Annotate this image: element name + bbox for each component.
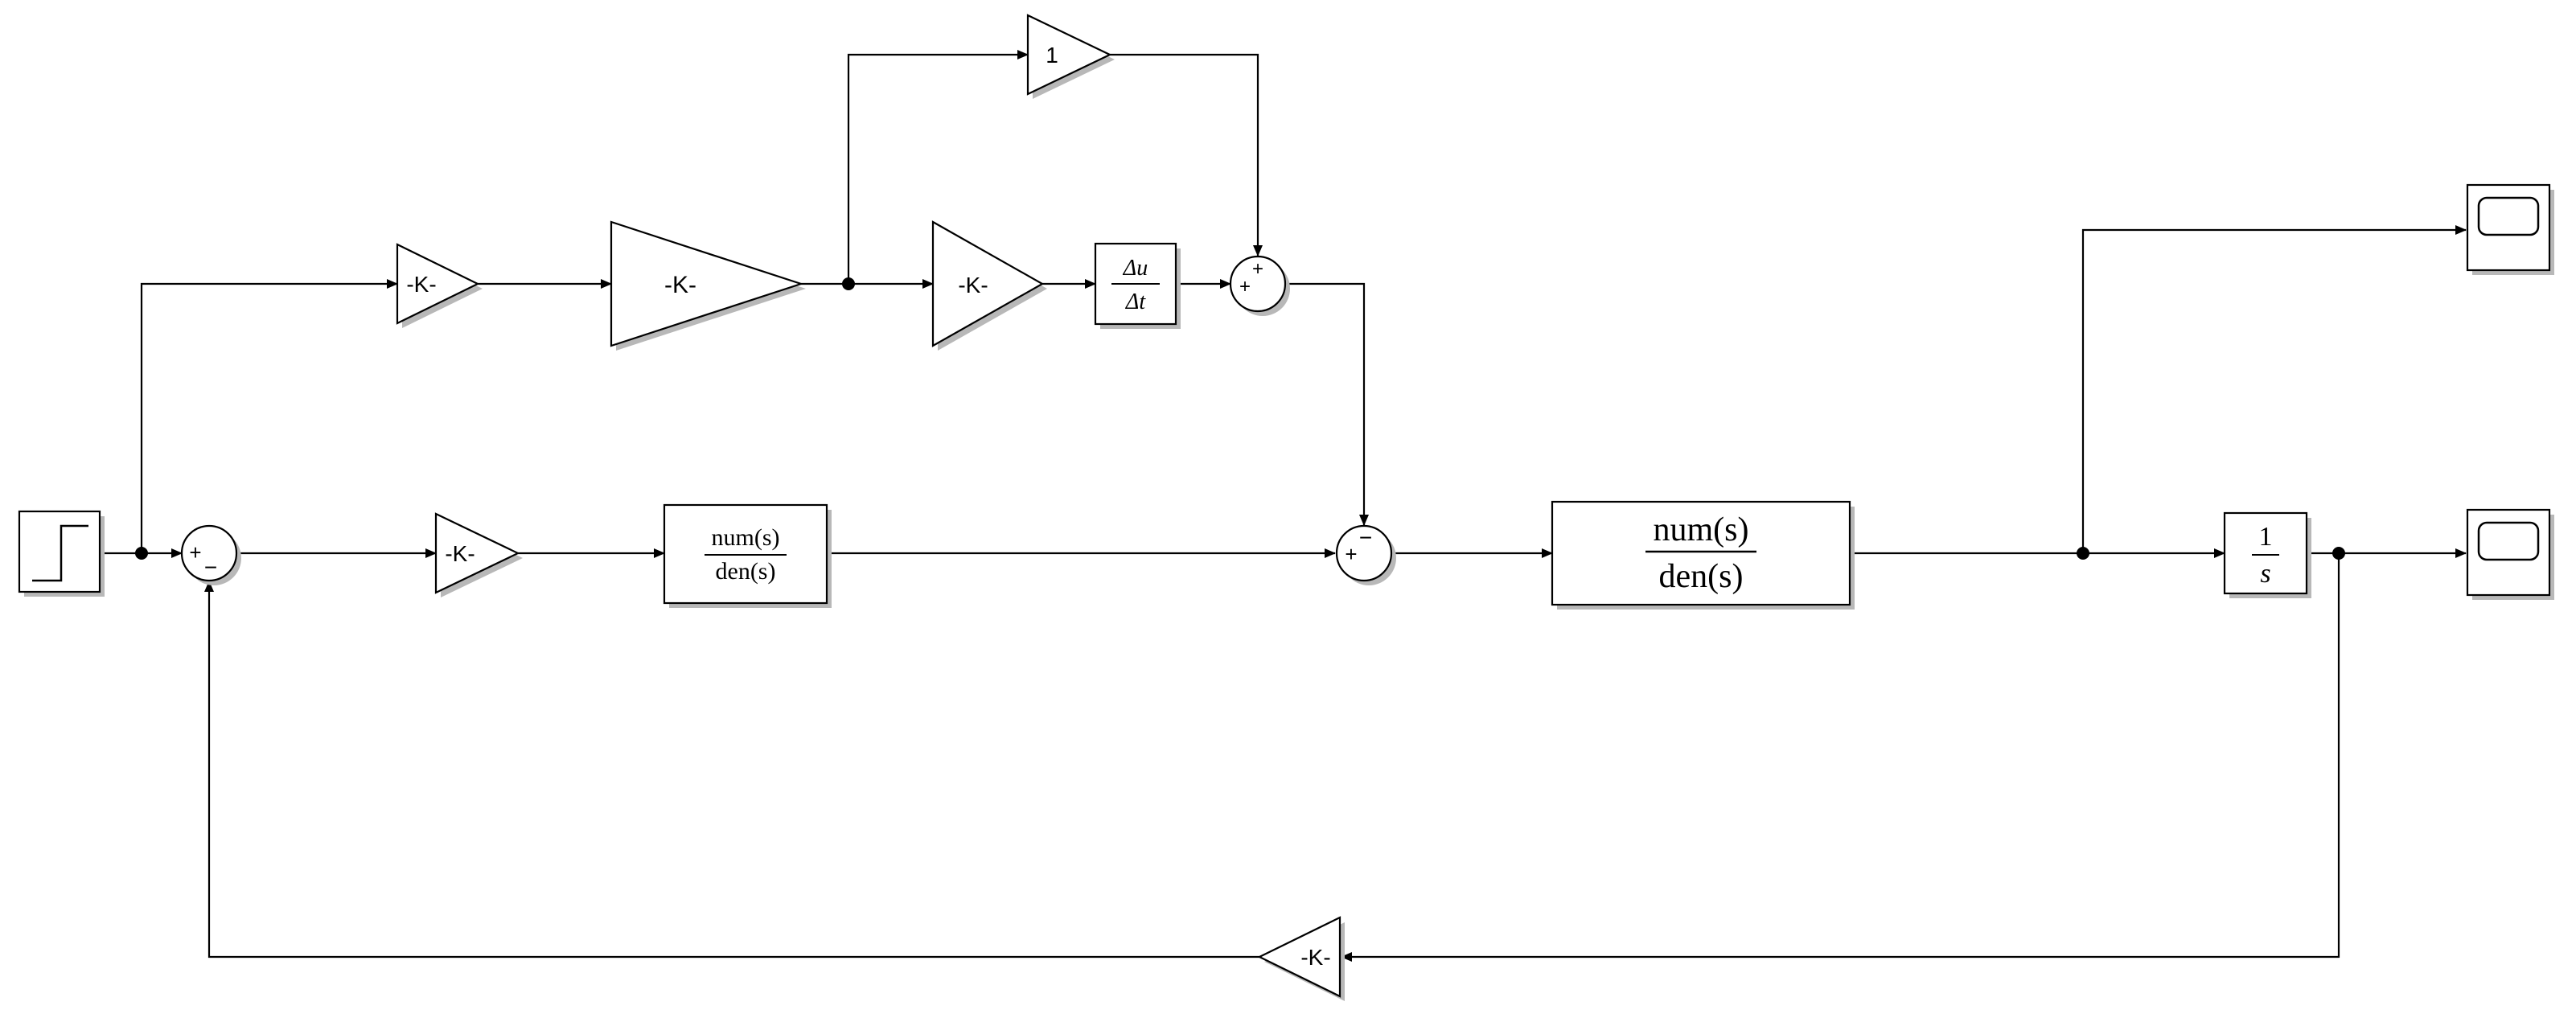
sum-block-top[interactable]: + +	[1229, 255, 1290, 316]
gain-block-top-3[interactable]: -K-	[931, 220, 1047, 351]
plant-transfer-function-block[interactable]: num(s) den(s)	[1551, 500, 1855, 610]
scope-screen-icon	[2477, 196, 2540, 236]
gain-block-top-2[interactable]: -K-	[610, 220, 806, 351]
sum-block-middle[interactable]: + −	[1335, 524, 1396, 585]
junction-dot	[842, 277, 855, 290]
wire-unity-to-top-sum[interactable]	[1110, 53, 1263, 257]
junctions	[135, 277, 2345, 560]
wire-top-sum-to-middle-sum[interactable]	[1285, 282, 1369, 526]
plant-numerator: num(s)	[1654, 511, 1749, 548]
wire-feedback-gain-to-sum[interactable]	[204, 581, 1259, 958]
gain-top-1-label: -K-	[406, 272, 436, 297]
sum-middle-sign-b: −	[1359, 525, 1372, 550]
derivative-numerator: Δu	[1123, 256, 1148, 281]
controller-numerator: num(s)	[712, 524, 780, 551]
wire-branch-to-unity-gain[interactable]	[847, 50, 1029, 284]
integrator-block[interactable]: 1 s	[2223, 511, 2311, 598]
scope-block-bottom[interactable]	[2466, 508, 2554, 600]
gain-block-top-1[interactable]: -K-	[396, 243, 483, 328]
integrator-numerator: 1	[2259, 522, 2273, 552]
signal-wires	[103, 50, 2467, 962]
wire-feedback-to-gain[interactable]	[1341, 553, 2340, 962]
scope-block-top[interactable]	[2466, 183, 2554, 275]
sum-block-input[interactable]: + −	[180, 524, 241, 585]
gain-block-unity[interactable]: 1	[1026, 14, 1115, 99]
plant-denominator: den(s)	[1659, 558, 1744, 595]
wire-branch-to-scope-top[interactable]	[2081, 225, 2467, 553]
controller-transfer-function-block[interactable]: num(s) den(s)	[663, 503, 832, 608]
gain-block-main[interactable]: -K-	[434, 512, 523, 597]
gain-block-feedback[interactable]: -K-	[1257, 916, 1345, 1001]
gain-unity-label: 1	[1046, 43, 1058, 68]
junction-dot	[2332, 547, 2345, 560]
sum-input-sign-b: −	[204, 555, 217, 580]
junction-dot	[2077, 547, 2089, 560]
wire-branch-to-top-gain[interactable]	[140, 279, 398, 553]
sum-top-sign-b: +	[1239, 276, 1251, 298]
gain-top-3-label: -K-	[958, 273, 988, 298]
gain-top-2-label: -K-	[664, 272, 696, 298]
sum-top-sign-a: +	[1252, 258, 1263, 280]
step-block[interactable]	[18, 510, 105, 597]
derivative-block[interactable]: Δu Δt	[1094, 242, 1181, 329]
scope-screen-icon	[2477, 521, 2540, 561]
junction-dot	[135, 547, 148, 560]
derivative-denominator: Δt	[1125, 289, 1146, 314]
controller-denominator: den(s)	[716, 558, 776, 585]
gain-feedback-label: -K-	[1300, 945, 1330, 970]
gain-main-label: -K-	[445, 541, 475, 566]
sum-input-sign-a: +	[189, 540, 201, 564]
sum-middle-sign-a: +	[1345, 542, 1357, 566]
step-icon	[32, 524, 88, 582]
integrator-denominator: s	[2260, 559, 2270, 589]
